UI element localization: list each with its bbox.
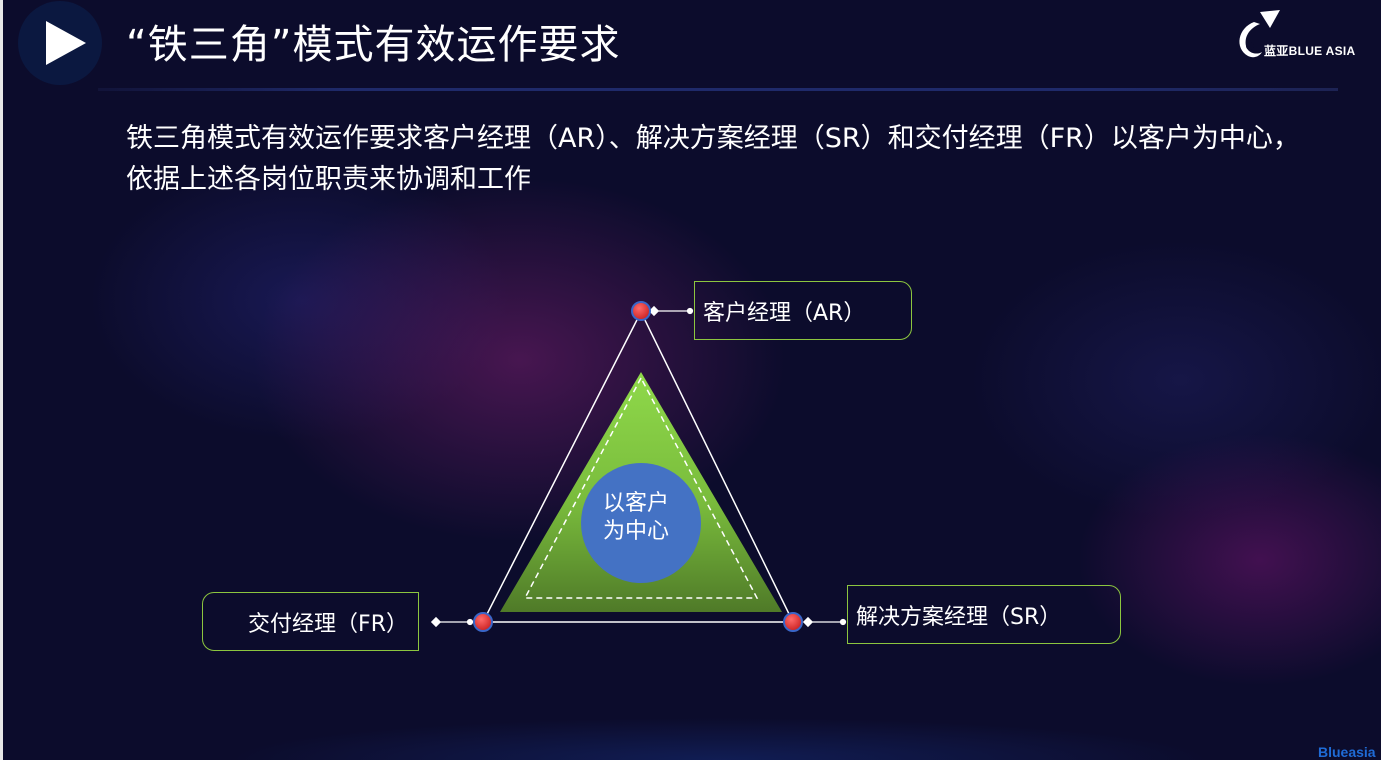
logo-text: 蓝亚BLUE ASIA: [1264, 44, 1356, 58]
play-button[interactable]: [18, 1, 102, 85]
node-right: [783, 612, 803, 632]
center-line-2: 为中心: [602, 519, 669, 544]
title-divider: [98, 88, 1338, 91]
customer-center-label: 以客户 为中心: [582, 490, 690, 546]
center-circle: [581, 463, 701, 583]
center-line-1: 以客户: [602, 491, 669, 516]
role-fr-text: 交付经理（FR）: [248, 611, 408, 637]
role-label-fr: 交付经理（FR）: [202, 592, 419, 651]
intro-text: 铁三角模式有效运作要求客户经理（AR）、解决方案经理（SR）和交付经理（FR）以…: [126, 123, 1300, 195]
play-icon: [46, 21, 86, 65]
blue-asia-logo-icon: [1239, 10, 1280, 58]
dashed-triangle: [523, 376, 759, 599]
role-sr-text: 解决方案经理（SR）: [856, 604, 1062, 630]
slide-edge: [0, 0, 3, 760]
connector-top: [648, 305, 694, 317]
connector-left: [430, 616, 474, 628]
node-left: [473, 612, 493, 632]
footer-brand: Blueasia: [1318, 744, 1376, 760]
role-label-sr: 解决方案经理（SR）: [847, 585, 1121, 644]
role-label-ar: 客户经理（AR）: [694, 281, 912, 340]
outer-triangle: [481, 310, 795, 623]
page-title: “铁三角”模式有效运作要求: [126, 22, 621, 68]
connector-right: [802, 616, 847, 628]
node-top: [631, 301, 651, 321]
role-ar-text: 客户经理（AR）: [703, 300, 866, 326]
